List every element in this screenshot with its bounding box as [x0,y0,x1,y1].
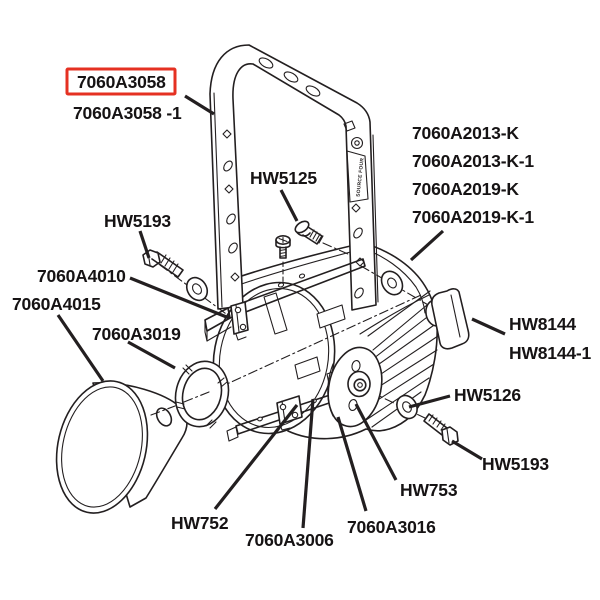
bolt-threads [428,414,446,431]
screw-threads [279,248,287,258]
leader-line-latch-7060a4010 [129,276,230,320]
bolt-threads [160,254,179,273]
part-label-bolt-hw5193-left: HW5193 [104,211,171,231]
leader-line-plate-7060a3016 [336,416,368,512]
leader-line-bolt-hw5193-left [138,230,151,259]
part-label-body-7060a2019-k: 7060A2019-K [412,179,519,199]
part-label-ring-7060a3019: 7060A3019 [92,324,181,344]
yoke-bracket-drawing: SOURCE FOUR [209,44,379,311]
leader-line-yoke-bracket [184,94,215,116]
yoke-right-thickness [372,134,379,303]
part-label-yoke-part: 7060A3058 [77,72,166,92]
part-label-body-7060a2019-k-1: 7060A2019-K-1 [412,207,534,227]
screw-threads [309,229,324,244]
hub-inner [353,378,367,392]
leader-line-latch-hw752 [213,404,299,510]
leader-line-ring-7060a3019 [127,340,176,370]
hub-outer [347,370,371,398]
rail-end-cap [204,307,231,332]
top-rail-drawing [204,258,366,342]
cone-hole [155,407,173,427]
rear-washer-drawing [380,270,404,296]
washer-left-drawing [185,276,209,302]
leader-line-bolt-hw5193-right [451,439,483,461]
yoke-left-thickness [213,92,223,308]
part-label-pin-hw753: HW753 [400,480,458,500]
leader-line-cone-7060a4015 [56,314,105,382]
yoke-right-arm-details: SOURCE FOUR [343,120,369,299]
rail-rivet [257,416,263,422]
part-label-latch-7060a4010: 7060A4010 [37,266,126,286]
front-axis-segments [150,391,210,416]
yoke-plate-label: SOURCE FOUR [356,157,366,197]
yoke-left-arm-holes [222,129,240,282]
part-label-knob-hw8144: HW8144 [509,314,576,334]
part-label-body-7060a2013-k-1: 7060A2013-K-1 [412,151,534,171]
retaining-ring-drawing [174,360,230,429]
yoke-name-plate [346,150,369,203]
housing-top-seam [226,249,359,290]
part-label-plate-7060a3016: 7060A3016 [347,517,436,537]
part-label-rail-7060a3006: 7060A3006 [245,530,334,550]
housing-rear-rim-inner [358,246,426,314]
rail-rivet [277,282,285,288]
ring-ticks [175,364,228,429]
plate-hole-top [351,359,361,373]
leader-lines [56,94,506,529]
yoke-band [209,44,377,311]
cone-rim-inner [61,386,143,508]
leader-line-rail-7060a3006 [301,398,315,529]
highlight-box [65,67,177,96]
mount-plate-drawing [327,346,383,428]
rail-rivet [298,273,306,279]
housing-bottom-edge [287,415,412,440]
part-label-knob-hw8144-1: HW8144-1 [509,343,592,363]
top-latch-7060a4010 [230,301,249,341]
angled-screw-axis-line [322,242,349,255]
screw-hw5125-angled-drawing [294,220,324,245]
fin-boundary [359,294,430,335]
optical-axis-line [215,294,422,390]
leader-line-screw-hw5125 [279,189,299,222]
part-label-screw-hw5125: HW5125 [250,168,317,188]
leader-line-knob-hw8144 [471,317,506,336]
yoke-top-holes [258,57,321,97]
part-label-body-7060a2013-k: 7060A2013-K [412,123,519,143]
part-label-cone-7060a4015: 7060A4015 [12,294,101,314]
part-label-bolt-hw5193-right: HW5193 [482,454,549,474]
reflector-cone-drawing [55,380,188,514]
washer-hw5126-drawing [396,394,418,420]
leader-line-washer-hw5126 [408,394,451,409]
knob-hw8144-drawing [425,288,470,350]
screw-hw5125-vertical-drawing [275,235,291,259]
housing-top-edge [223,242,364,283]
part-label-washer-hw5126: HW5126 [454,385,521,405]
leader-line-pin-hw753 [354,403,398,481]
leader-line-lamp-housing [409,229,445,262]
part-label-yoke-part-1: 7060A3058 -1 [73,103,182,123]
part-label-latch-hw752: HW752 [171,513,229,533]
cone-rim-outer [55,380,149,514]
